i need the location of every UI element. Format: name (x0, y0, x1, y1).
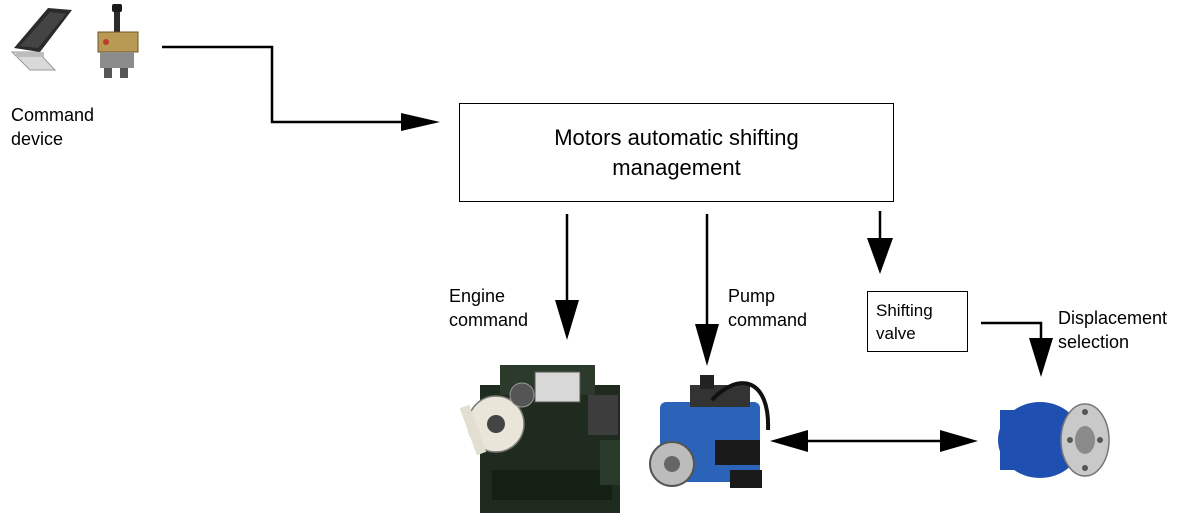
management-box-line2: management (612, 154, 741, 180)
arrowhead-right (401, 113, 440, 131)
shifting-valve-line1: Shifting (876, 300, 933, 320)
pump-command-label-line2: command (728, 310, 808, 330)
engine-command-label-line1: Engine (449, 286, 506, 306)
pump-command-label: Pump command (728, 284, 807, 332)
shifting-valve-box: Shifting valve (867, 291, 968, 352)
hydraulic-pump-icon (649, 375, 771, 488)
arrowhead-left-pump (770, 430, 808, 452)
arrowhead-down-engine (555, 300, 579, 340)
arrowhead-down-valve (867, 238, 893, 274)
pump-command-label-line1: Pump (728, 286, 776, 306)
accelerator-pedal-icon (10, 8, 72, 71)
shifting-valve-line2: valve (876, 323, 916, 343)
command-device-label-line1: Command (11, 105, 95, 125)
command-to-management-line (162, 45, 410, 124)
connector-lines (162, 45, 1043, 443)
motors-shifting-management-box: Motors automatic shifting management (459, 103, 894, 202)
displacement-selection-line (981, 321, 1043, 340)
displacement-selection-label-line2: selection (1058, 332, 1130, 352)
joystick-lever-icon (97, 4, 139, 78)
arrowhead-down-displacement (1029, 338, 1053, 377)
engine-command-label: Engine command (449, 284, 528, 332)
hydraulic-motor-icon (998, 402, 1110, 478)
arrowhead-down-pump (695, 324, 719, 366)
arrowhead-right-motor (940, 430, 978, 452)
management-box-line1: Motors automatic shifting (554, 124, 799, 150)
arrowheads (401, 113, 1053, 452)
command-device-label: Command device (11, 103, 94, 151)
engine-icon (459, 365, 620, 513)
displacement-selection-label-line1: Displacement (1058, 308, 1168, 328)
displacement-selection-label: Displacement selection (1058, 306, 1167, 354)
command-device-label-line2: device (11, 129, 64, 149)
engine-command-label-line2: command (449, 310, 529, 330)
